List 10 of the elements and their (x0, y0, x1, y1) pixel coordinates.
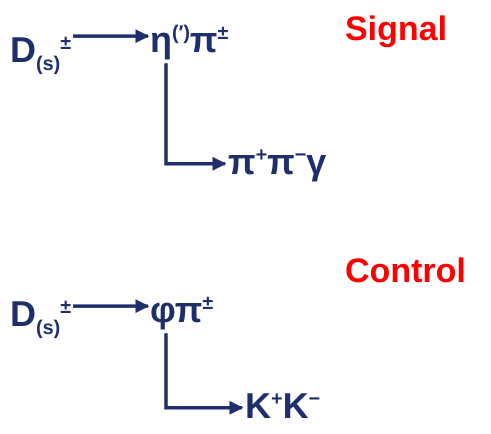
heading-label: Signal (345, 10, 448, 49)
formula-text: φπ$^{±}$ (150, 288, 214, 332)
formula-text: η$^{(′)}$π$^{±}$ (150, 18, 228, 62)
arrow (164, 333, 244, 415)
arrow (164, 63, 226, 171)
formula-text: π$^{+}$π$^{−}$γ (228, 140, 326, 184)
arrow (73, 299, 150, 314)
heading-label: Control (345, 252, 466, 291)
arrow (73, 29, 150, 44)
formula-text: K$^{+}$K$^{−}$ (245, 384, 320, 428)
